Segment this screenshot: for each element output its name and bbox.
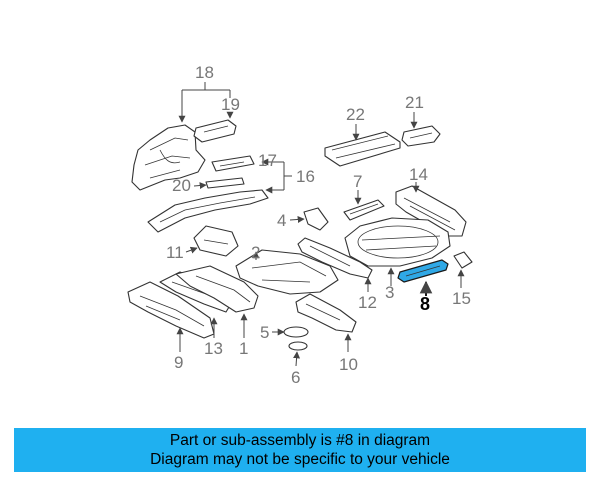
part-9-rear-panel[interactable] xyxy=(127,281,215,339)
part-4-clip[interactable] xyxy=(303,207,329,231)
part-5-grommet[interactable] xyxy=(283,326,309,338)
callout-15: 15 xyxy=(452,289,471,308)
part-12-member[interactable] xyxy=(297,237,373,279)
callout-16: 16 xyxy=(296,167,315,186)
part-21-bracket[interactable] xyxy=(401,125,441,147)
callout-19: 19 xyxy=(221,95,240,114)
callout-18: 18 xyxy=(195,63,214,82)
callout-8: 8 xyxy=(420,294,430,314)
callout-13: 13 xyxy=(204,339,223,358)
callout-9: 9 xyxy=(174,353,183,372)
part-11-bracket[interactable] xyxy=(193,225,239,257)
callout-6: 6 xyxy=(291,368,300,387)
part-20-strip[interactable] xyxy=(205,177,245,189)
part-15-bracket[interactable] xyxy=(453,251,473,269)
callout-1: 1 xyxy=(239,339,248,358)
part-19-bracket[interactable] xyxy=(193,119,237,143)
callout-21: 21 xyxy=(405,93,424,112)
part-3-floor-pan[interactable] xyxy=(344,217,451,267)
part-6-plug[interactable] xyxy=(288,341,308,351)
callout-14: 14 xyxy=(409,165,428,184)
banner-line-disclaimer: Diagram may not be specific to your vehi… xyxy=(150,451,450,468)
callout-11: 11 xyxy=(166,243,184,262)
part-8-highlighted[interactable] xyxy=(397,259,449,283)
callout-3: 3 xyxy=(385,283,394,302)
callout-labels: 18 19 17 16 20 22 21 14 7 4 2 11 12 3 8 … xyxy=(166,63,471,387)
part-22-tray[interactable] xyxy=(324,131,401,167)
parts-diagram: 18 19 17 16 20 22 21 14 7 4 2 11 12 3 8 … xyxy=(127,63,473,387)
part-14-beam[interactable] xyxy=(395,185,467,237)
callout-2: 2 xyxy=(251,243,260,262)
leader-lines xyxy=(176,82,465,367)
callout-22: 22 xyxy=(346,105,365,124)
callout-12: 12 xyxy=(358,293,377,312)
callout-20: 20 xyxy=(172,176,191,195)
callout-5: 5 xyxy=(260,323,269,342)
part-18-wheelhouse-panel[interactable] xyxy=(131,124,206,191)
part-17-panel[interactable] xyxy=(211,155,255,172)
callout-10: 10 xyxy=(339,355,358,374)
callout-17: 17 xyxy=(258,151,277,170)
part-7-rail[interactable] xyxy=(343,199,385,221)
part-2-floor-panel[interactable] xyxy=(235,249,339,295)
callout-4: 4 xyxy=(277,211,286,230)
part-10-member[interactable] xyxy=(295,293,357,333)
part-16-side-rail[interactable] xyxy=(147,189,269,233)
info-banner: Part or sub-assembly is #8 in diagram Di… xyxy=(14,428,586,472)
banner-line-part: Part or sub-assembly is #8 in diagram xyxy=(169,432,431,449)
part-1-floor-panel[interactable] xyxy=(175,265,259,313)
callout-7: 7 xyxy=(353,172,362,191)
